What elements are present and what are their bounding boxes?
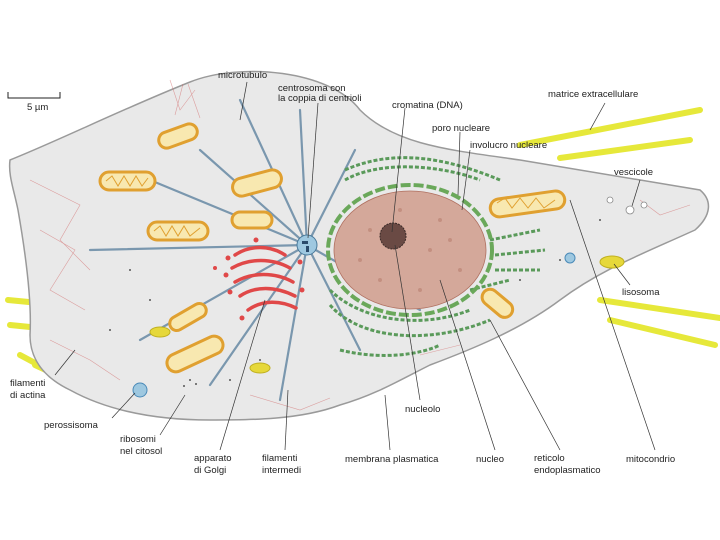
label-golgi-1: apparato [194,453,232,464]
golgi-apparatus [230,245,298,312]
lysosomes [149,255,625,374]
mitochondrion [165,334,225,374]
label-golgi-2: di Golgi [194,465,226,476]
label-centrosome-2: la coppia di centrioli [278,93,361,104]
scale-bar-label: 5 µm [27,102,48,113]
label-nuclear-pore: poro nucleare [432,123,490,134]
mitochondrion [157,122,199,150]
ribosomes [109,219,601,387]
label-vesicles: vescicole [614,167,653,178]
mitochondrion [488,189,567,219]
mitochondrion [230,210,274,230]
label-ribosomes-1: ribosomi [120,434,156,445]
label-ribosomes-2: nel citosol [120,446,162,457]
label-chromatin: cromatina (DNA) [392,100,463,111]
scale-bar: 5 µm [7,92,61,113]
leader-lines [54,81,656,451]
label-lysosome: lisosoma [622,287,660,298]
golgi-vesicles [213,237,305,321]
label-er-1: reticolo [534,453,565,464]
label-actin-1: filamenti [10,378,45,389]
label-nucleolus: nucleolo [405,404,440,415]
mitochondrion [146,220,210,242]
nucleus [333,190,487,310]
label-microtubule: microtubulo [218,70,267,81]
label-ecm: matrice extracellulare [548,89,638,100]
labels: microtubulo centrosoma con la coppia di … [10,70,675,476]
label-actin-2: di actina [10,390,46,401]
nuclear-envelope [326,183,494,317]
label-mitochondrion: mitocondrio [626,454,675,465]
label-peroxisome: perossisoma [44,420,99,431]
label-nuclear-envelope: involucro nucleare [470,140,547,151]
label-er-2: endoplasmatico [534,465,601,476]
peroxisomes [132,252,576,398]
label-intermediate-2: intermedi [262,465,301,476]
label-centrosome-1: centrosoma con [278,83,346,94]
mitochondria-cristae [105,175,556,237]
mitochondrion [231,168,283,198]
mitochondrion [480,287,515,319]
vesicles [606,196,648,215]
label-membrane: membrana plasmatica [345,454,439,465]
chromatin [358,208,462,292]
label-nucleus: nucleo [476,454,504,465]
centrosome [296,234,318,256]
label-intermediate-1: filamenti [262,453,297,464]
nucleolus [379,222,407,250]
mitochondrion [168,302,208,332]
